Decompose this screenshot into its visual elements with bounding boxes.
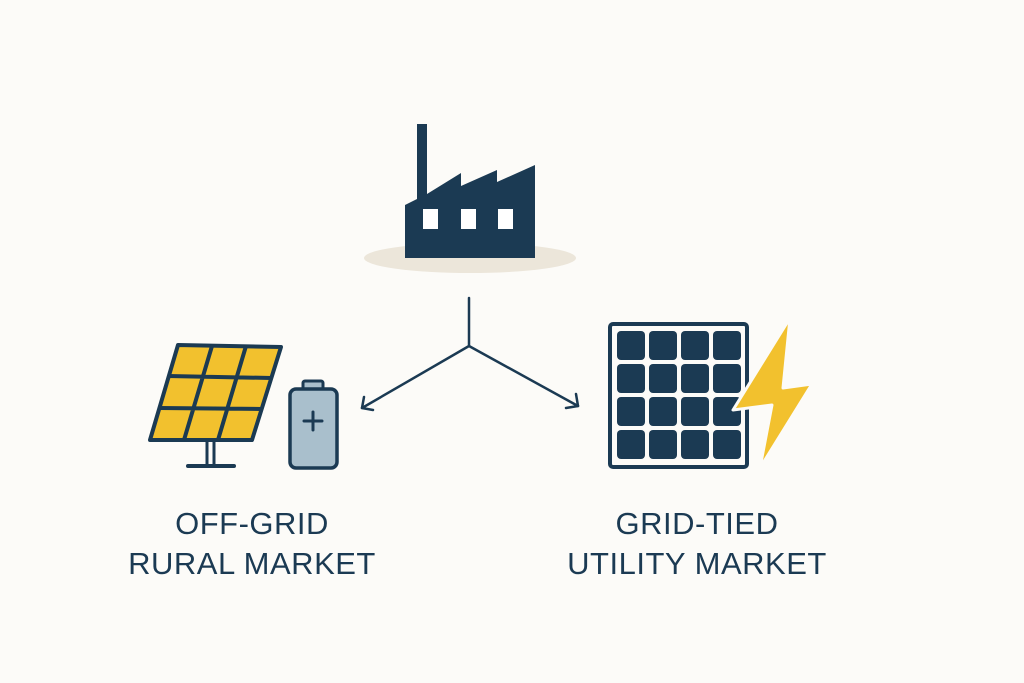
left-label-line1: OFF-GRID xyxy=(175,506,329,541)
solar-cell xyxy=(617,331,645,360)
off-grid-rural-market-label: OFF-GRID RURAL MARKET xyxy=(72,504,432,584)
solar-cell xyxy=(681,397,709,426)
left-label-line2: RURAL MARKET xyxy=(128,546,376,581)
split-arrows xyxy=(360,296,580,412)
right-label-line2: UTILITY MARKET xyxy=(567,546,827,581)
solar-cell xyxy=(617,364,645,393)
solar-cell xyxy=(681,364,709,393)
solar-cell xyxy=(713,430,741,459)
lightning-bolt-icon xyxy=(731,316,814,470)
solar-cell xyxy=(713,364,741,393)
solar-cell xyxy=(649,430,677,459)
solar-cell xyxy=(649,364,677,393)
solar-cell xyxy=(713,331,741,360)
factory-icon xyxy=(364,124,576,273)
battery-icon xyxy=(288,379,339,470)
grid-tied-utility-market-label: GRID-TIED UTILITY MARKET xyxy=(517,504,877,584)
solar-cell xyxy=(617,397,645,426)
solar-cell xyxy=(681,331,709,360)
right-label-line1: GRID-TIED xyxy=(615,506,779,541)
grid-solar-panel-icon xyxy=(608,322,749,469)
solar-cell xyxy=(681,430,709,459)
solar-cell xyxy=(649,397,677,426)
solar-cell xyxy=(649,331,677,360)
solar-cell xyxy=(713,397,741,426)
solar-panel-icon xyxy=(148,343,283,468)
solar-cell xyxy=(617,430,645,459)
